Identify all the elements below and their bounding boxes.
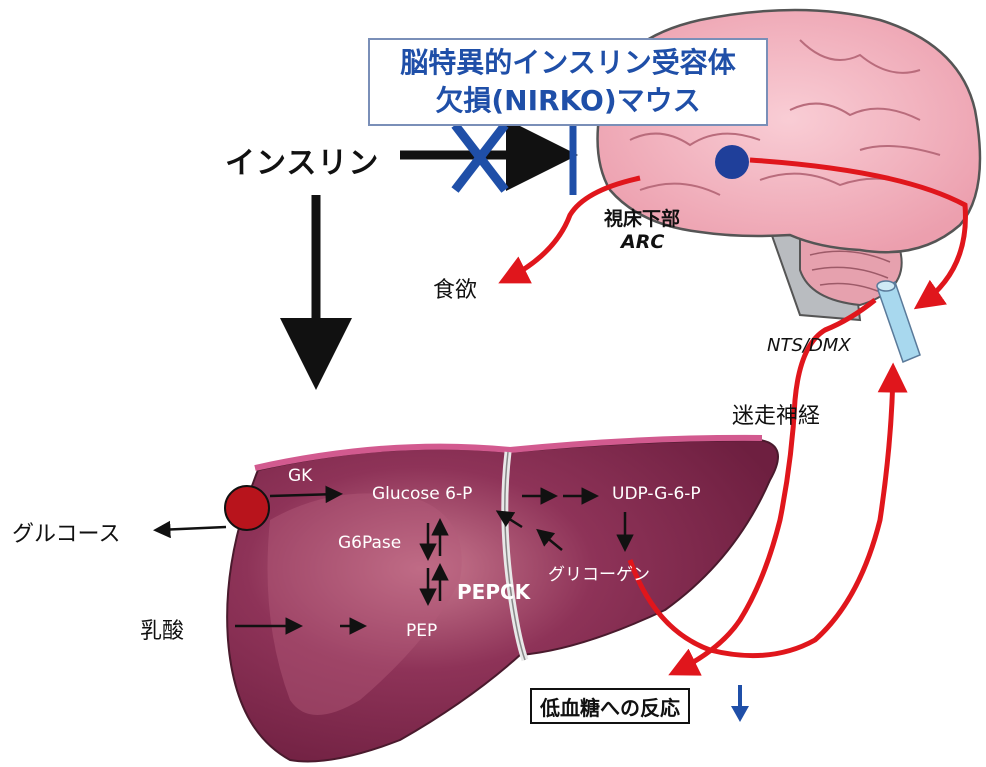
pep-label: PEP	[406, 621, 437, 641]
arc-nucleus-dot	[715, 145, 749, 179]
hypothalamus-label: 視床下部	[604, 204, 680, 231]
glucose-transporter-circle	[225, 486, 269, 530]
arc-label: ARC	[621, 231, 664, 253]
glucose-export-arrow	[158, 527, 226, 530]
g6pase-label: G6Pase	[338, 533, 401, 553]
lactate-label: 乳酸	[140, 613, 184, 645]
decrease-arrow-icon	[731, 685, 749, 722]
gk-label: GK	[288, 466, 312, 486]
udpg6p-label: UDP-G-6-P	[612, 484, 701, 504]
nts-dmx-label: NTS/DMX	[767, 335, 851, 356]
title-box: 脳特異的インスリン受容体 欠損(NIRKO)マウス	[368, 38, 768, 126]
title-line-1: 脳特異的インスリン受容体	[400, 44, 735, 82]
glucose6p-label: Glucose 6-P	[372, 484, 472, 504]
glucose-label: グルコース	[12, 516, 120, 548]
hypoglycemia-response-label: 低血糖への反応	[540, 692, 680, 721]
vagus-nerve-label: 迷走神経	[732, 398, 820, 430]
title-line-2: 欠損(NIRKO)マウス	[435, 82, 700, 120]
pepck-label: PEPCK	[457, 580, 530, 604]
glycogen-label: グリコーゲン	[548, 560, 650, 585]
nts-dmx-probe	[877, 281, 920, 362]
insulin-label: インスリン	[225, 138, 379, 182]
hypoglycemia-response-box: 低血糖への反応	[530, 688, 690, 724]
appetite-label: 食欲	[433, 272, 477, 304]
